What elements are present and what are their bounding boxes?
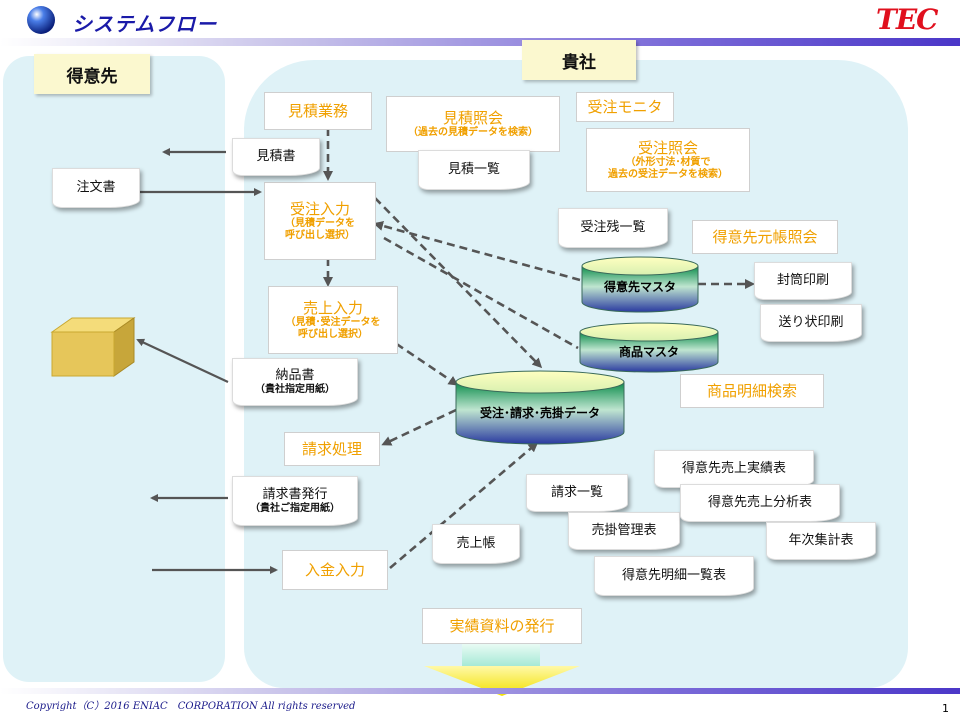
tokuisaki-uriage-jisseki-doc: 得意先売上実績表 bbox=[654, 450, 814, 488]
juchu-nyuryoku-box: 受注入力 （見積データを 呼び出し選択） bbox=[264, 182, 376, 260]
uriagecho-label: 売上帳 bbox=[456, 535, 496, 551]
shohin-master-label: 商品マスタ bbox=[618, 345, 679, 359]
juchu-shokai-sub1: （外形寸法･材質で bbox=[625, 157, 711, 168]
seikyu-shori-label: 請求処理 bbox=[301, 440, 362, 458]
mitsumori-gyomu-label: 見積業務 bbox=[287, 102, 348, 120]
juchuzan-ichiran-doc: 受注残一覧 bbox=[558, 208, 668, 248]
seikyusho-hakko-label: 請求書発行 bbox=[262, 486, 328, 502]
tokuisaki-uriage-bunseki-doc: 得意先売上分析表 bbox=[680, 484, 840, 522]
chumonsho-doc: 注文書 bbox=[52, 168, 140, 208]
futo-insatsu-label: 封筒印刷 bbox=[776, 272, 829, 288]
tokuisaki-uriage-bunseki-label: 得意先売上分析表 bbox=[707, 494, 812, 510]
seikyu-ichiran-doc: 請求一覧 bbox=[526, 474, 628, 512]
mitsumori-shokai-label: 見積照会 bbox=[442, 109, 503, 127]
customer-label: 得意先 bbox=[34, 54, 150, 94]
tokuisaki-master-db-icon bbox=[581, 256, 699, 313]
mitsumori-gyomu-box: 見積業務 bbox=[264, 92, 372, 130]
tec-logo: TEC bbox=[876, 3, 938, 36]
nohinsho-sub: （貴社指定用紙） bbox=[255, 383, 335, 395]
juchu-shokai-sub2: 過去の受注データを検索） bbox=[608, 169, 728, 180]
jisseki-hakko-label: 実績資料の発行 bbox=[449, 617, 555, 635]
mitsumori-shokai-box: 見積照会 （過去の見積データを検索） bbox=[386, 96, 560, 152]
seikyusho-sub: （貴社ご指定用紙） bbox=[250, 502, 340, 514]
okurijo-insatsu-label: 送り状印刷 bbox=[778, 314, 844, 330]
juchu-shokai-box: 受注照会 （外形寸法･材質で 過去の受注データを検索） bbox=[586, 128, 750, 192]
urikake-kanri-label: 売掛管理表 bbox=[591, 522, 657, 538]
mitsumori-ichiran-label: 見積一覧 bbox=[447, 161, 500, 177]
tokuisaki-motocho-label: 得意先元帳照会 bbox=[712, 228, 818, 246]
mitsumorisho-doc: 見積書 bbox=[232, 138, 320, 176]
dashed-arrows bbox=[323, 128, 755, 569]
juchu-monitor-label: 受注モニタ bbox=[587, 98, 663, 116]
nenji-shukei-doc: 年次集計表 bbox=[766, 522, 876, 560]
juchu-nyuryoku-sub1: （見積データを bbox=[285, 218, 355, 229]
juchuzan-ichiran-label: 受注残一覧 bbox=[580, 219, 646, 235]
nyukin-nyuryoku-box: 入金入力 bbox=[282, 550, 388, 590]
seikyu-shori-box: 請求処理 bbox=[284, 432, 380, 466]
solid-arrows bbox=[136, 148, 278, 574]
jisseki-hakko-box: 実績資料の発行 bbox=[422, 608, 582, 644]
company-label: 貴社 bbox=[522, 40, 636, 80]
mitsumorisho-label: 見積書 bbox=[256, 148, 296, 164]
nyukin-nyuryoku-label: 入金入力 bbox=[304, 561, 365, 579]
shohin-master-db-icon bbox=[579, 322, 719, 373]
globe-icon bbox=[27, 6, 55, 34]
juchu-shokai-label: 受注照会 bbox=[637, 139, 698, 157]
header-rule bbox=[0, 38, 960, 46]
juchu-nyuryoku-sub2: 呼び出し選択） bbox=[285, 230, 355, 241]
seikyusho-hakko-doc: 請求書発行 （貴社ご指定用紙） bbox=[232, 476, 358, 526]
mitsumori-shokai-sub: （過去の見積データを検索） bbox=[408, 127, 538, 138]
urikake-kanri-doc: 売掛管理表 bbox=[568, 512, 680, 550]
uriage-nyuryoku-box: 売上入力 （見積･受注データを 呼び出し選択） bbox=[268, 286, 398, 354]
uriage-nyuryoku-label: 売上入力 bbox=[302, 299, 363, 317]
juchu-nyuryoku-label: 受注入力 bbox=[289, 200, 350, 218]
juchu-data-db-icon bbox=[455, 370, 625, 445]
uriagecho-doc: 売上帳 bbox=[432, 524, 520, 564]
chumonsho-label: 注文書 bbox=[76, 179, 116, 195]
tokuisaki-uriage-jisseki-label: 得意先売上実績表 bbox=[681, 460, 786, 476]
copyright-text: Copyright（C）2016 ENIAC CORPORATION All r… bbox=[26, 701, 356, 712]
tokuisaki-master-label: 得意先マスタ bbox=[603, 280, 676, 294]
nenji-shukei-label: 年次集計表 bbox=[788, 532, 854, 548]
mitsumori-ichiran-doc: 見積一覧 bbox=[418, 150, 530, 190]
tokuisaki-meisai-ichiran-doc: 得意先明細一覧表 bbox=[594, 556, 754, 596]
nohinsho-doc: 納品書 （貴社指定用紙） bbox=[232, 358, 358, 406]
shohin-meisai-box: 商品明細検索 bbox=[680, 374, 824, 408]
output-arrow-icon bbox=[424, 644, 580, 696]
futo-insatsu-doc: 封筒印刷 bbox=[754, 262, 852, 300]
nohinsho-label: 納品書 bbox=[275, 367, 315, 383]
juchu-monitor-box: 受注モニタ bbox=[576, 92, 674, 122]
okurijo-insatsu-doc: 送り状印刷 bbox=[760, 304, 862, 342]
tokuisaki-motocho-box: 得意先元帳照会 bbox=[692, 220, 838, 254]
uriage-nyuryoku-sub1: （見積･受注データを bbox=[285, 317, 381, 328]
uriage-nyuryoku-sub2: 呼び出し選択） bbox=[298, 329, 368, 340]
page-number: 1 bbox=[942, 702, 949, 715]
juchu-data-label: 受注･請求･売掛データ bbox=[479, 406, 600, 420]
seikyu-ichiran-label: 請求一覧 bbox=[550, 484, 603, 500]
page-title: システムフロー bbox=[72, 12, 218, 36]
shipment-box-icon bbox=[50, 317, 136, 377]
shohin-meisai-label: 商品明細検索 bbox=[706, 382, 797, 400]
tokuisaki-meisai-ichiran-label: 得意先明細一覧表 bbox=[621, 567, 726, 583]
footer-rule bbox=[0, 688, 960, 694]
